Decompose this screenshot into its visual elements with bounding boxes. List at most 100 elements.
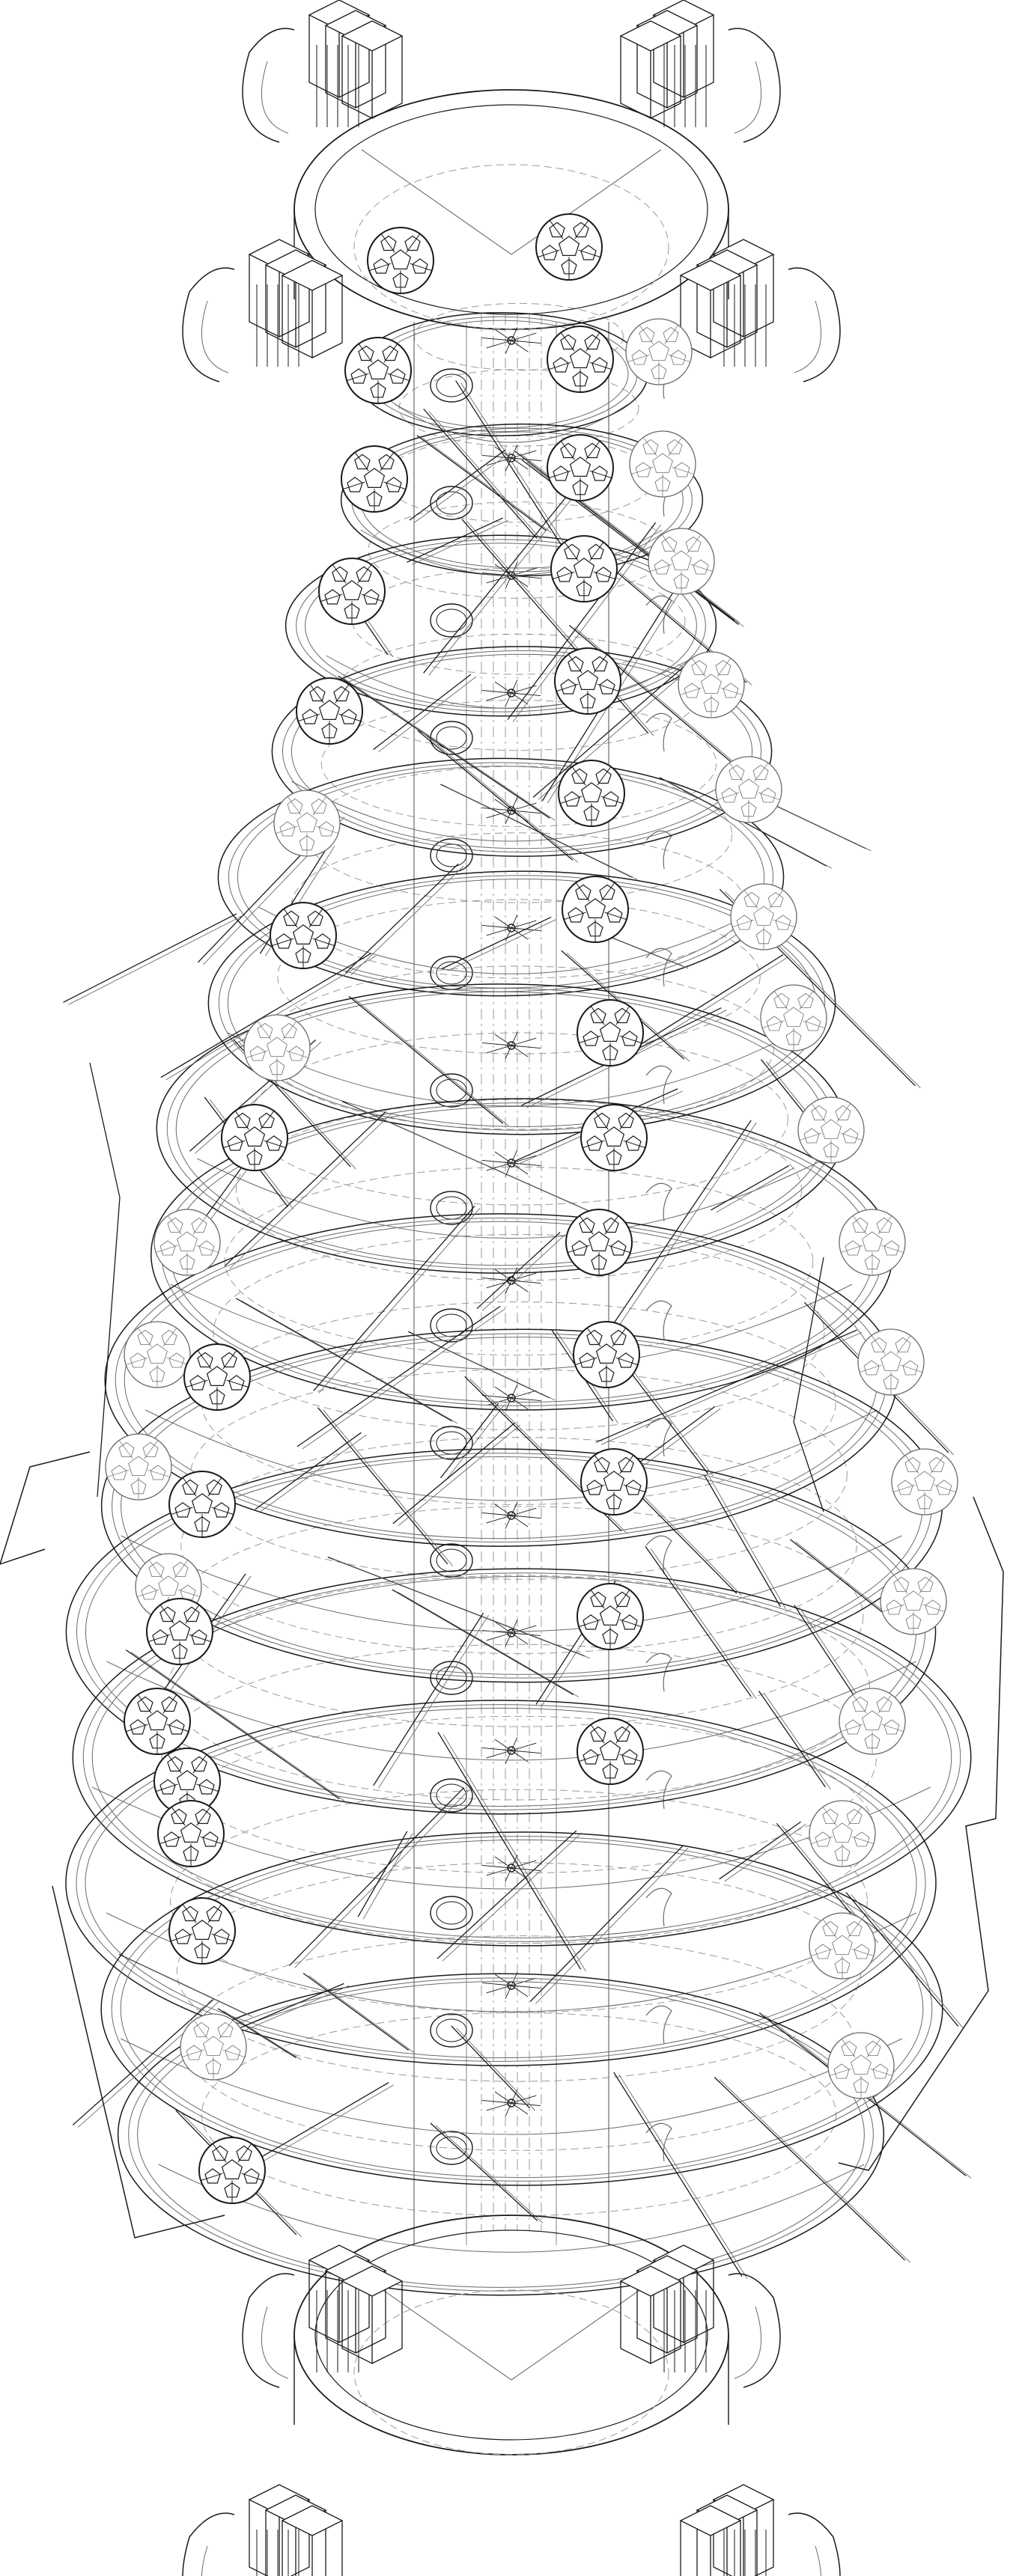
sphere-edge — [692, 658, 705, 677]
helical-track-rail — [66, 1700, 936, 2066]
sphere-facet — [877, 1697, 892, 1711]
sphere-edge — [561, 332, 574, 351]
track-underside-arc — [121, 1536, 902, 1632]
sphere-facet — [716, 660, 731, 674]
sphere-facet — [347, 477, 362, 492]
hub-spoke — [511, 1391, 536, 1398]
sphere-facet — [626, 1136, 641, 1150]
sphere-edge — [842, 2039, 855, 2057]
sphere-facet — [806, 1016, 821, 1031]
geodesic-sphere — [580, 1104, 648, 1171]
sphere-edge — [276, 826, 297, 834]
hidden-ring — [399, 370, 639, 446]
diagonal-strut-edge — [347, 1103, 603, 1217]
hub-spoke — [511, 921, 536, 928]
sphere-edge — [565, 542, 578, 561]
sphere-edge — [298, 714, 320, 721]
cradle-loop-inner — [437, 1784, 466, 1807]
sphere-edge — [288, 796, 301, 815]
sphere-edge — [812, 1103, 825, 1122]
diagonal-strut-edge — [363, 1834, 413, 1919]
hub-node — [507, 1629, 516, 1638]
cradle-hook — [646, 1301, 672, 1339]
sphere-edge — [669, 437, 682, 456]
end-ring-outer — [294, 2215, 729, 2455]
sphere-edge — [309, 909, 323, 927]
hidden-ring — [174, 1507, 863, 1727]
cradle-loop-inner — [437, 374, 466, 397]
geodesic-sphere — [153, 1748, 221, 1815]
sphere-facet — [302, 709, 317, 724]
sphere-facet — [207, 1480, 222, 1494]
sphere-edge — [186, 1605, 199, 1623]
sphere-facet — [235, 1113, 250, 1127]
hidden-ring — [225, 1167, 813, 1355]
diagonal-strut — [533, 656, 697, 798]
sphere-facet — [297, 813, 317, 832]
sphere-facet — [578, 671, 598, 690]
diagonal-strut-edge — [68, 916, 241, 1004]
diagonal-strut — [614, 2072, 742, 2277]
sphere-edge — [590, 542, 603, 561]
helical-track-rail — [118, 1974, 884, 2295]
sphere-edge — [841, 1133, 863, 1141]
sphere-facet — [842, 2041, 857, 2055]
sphere-edge — [171, 1507, 192, 1515]
sphere-facet — [843, 1129, 858, 1143]
track-underside-arc — [291, 781, 731, 841]
sphere-facet — [604, 1471, 624, 1491]
helical-track-rail — [112, 1837, 932, 2182]
diagonal-strut-edge — [725, 1824, 806, 1881]
cradle-loop — [431, 2014, 472, 2047]
geodesic-sphere — [678, 651, 745, 718]
sphere-facet — [895, 1337, 910, 1352]
sphere-facet — [592, 358, 607, 372]
cradle-hook — [646, 1066, 672, 1104]
bracket-hoop — [788, 2513, 840, 2576]
sphere-facet — [937, 1480, 952, 1495]
sphere-edge — [650, 564, 672, 572]
geodesic-sphere — [221, 1104, 288, 1171]
sphere-facet — [160, 1780, 175, 1794]
sphere-edge — [579, 250, 600, 257]
hub-spoke — [482, 338, 511, 341]
diagonal-strut-edge — [323, 1410, 452, 1566]
cradle-loop-inner — [437, 492, 466, 514]
diagonal-strut — [441, 1403, 499, 1478]
diagonal-strut — [393, 1423, 515, 1524]
sphere-facet — [594, 1113, 609, 1127]
geodesic-sphere — [760, 984, 827, 1052]
sphere-facet — [280, 822, 295, 836]
bracket-block-side — [637, 25, 697, 108]
hub-spoke — [495, 564, 511, 576]
sphere-edge — [594, 1455, 608, 1474]
sphere-edge — [564, 912, 585, 920]
track-underside-arc — [395, 404, 628, 442]
sphere-edge — [313, 796, 326, 815]
hidden-ring — [213, 1234, 824, 1429]
cradle-loop-inner — [437, 727, 466, 749]
cradle-hook — [646, 1536, 672, 1574]
sphere-facet — [603, 1218, 618, 1232]
bracket-hoop-inner — [201, 301, 228, 373]
hub-spoke — [505, 1046, 511, 1059]
hidden-ring — [181, 1438, 857, 1654]
track-underside-arc — [197, 1159, 825, 1239]
sphere-facet — [237, 2146, 252, 2160]
bracket-block-side — [637, 2271, 697, 2353]
sphere-edge — [612, 1328, 626, 1346]
hub-spoke — [511, 1743, 536, 1751]
sphere-facet — [863, 1232, 883, 1251]
hub-spoke — [505, 928, 511, 941]
track-underside-arc — [171, 1284, 852, 1370]
sphere-facet — [872, 1337, 886, 1352]
sphere-facet — [886, 1600, 901, 1614]
diagonal-strut-edge — [412, 520, 508, 564]
diagonal-strut — [431, 2123, 538, 2221]
sphere-facet — [804, 1129, 819, 1143]
sphere-edge — [549, 471, 571, 478]
sphere-facet — [739, 779, 759, 799]
bracket-block-side — [697, 2510, 757, 2576]
sphere-edge — [803, 1021, 825, 1028]
sphere-edge — [717, 658, 731, 677]
